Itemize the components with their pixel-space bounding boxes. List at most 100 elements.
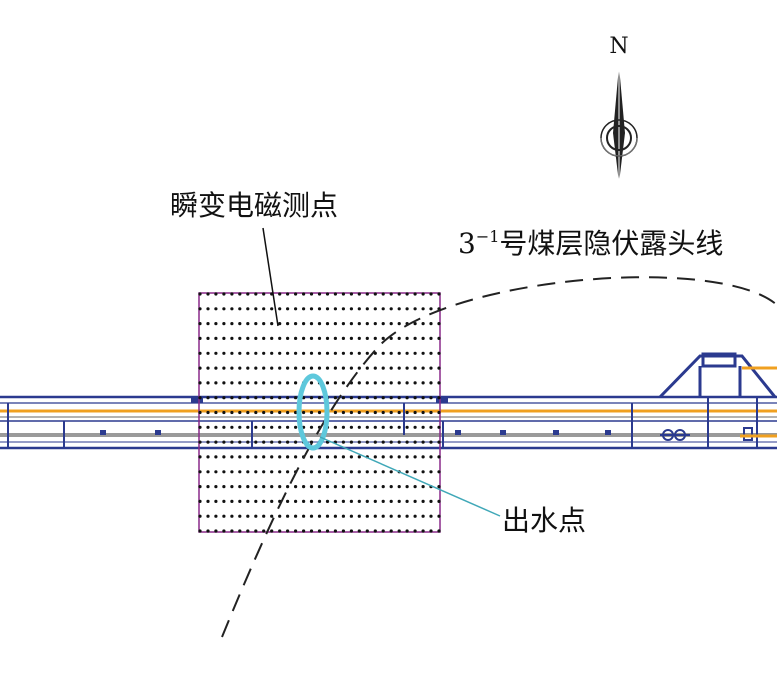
survey-point <box>262 336 266 340</box>
survey-point <box>309 366 314 370</box>
survey-point <box>278 470 282 474</box>
survey-point <box>365 529 369 533</box>
survey-point <box>405 336 409 340</box>
survey-point <box>286 470 290 474</box>
survey-point <box>341 410 345 415</box>
survey-point <box>333 336 337 340</box>
survey-point <box>405 366 409 370</box>
survey-point <box>206 514 210 518</box>
survey-point <box>294 425 298 429</box>
survey-point <box>381 366 385 370</box>
survey-point <box>230 529 234 533</box>
survey-point <box>389 499 393 503</box>
survey-point <box>214 425 218 429</box>
survey-point <box>429 351 433 355</box>
survey-point <box>373 440 377 444</box>
survey-point <box>429 514 433 518</box>
survey-point <box>357 336 361 340</box>
roadway-system <box>0 352 777 450</box>
survey-point <box>341 396 345 400</box>
survey-point <box>222 336 226 340</box>
survey-point <box>238 410 242 415</box>
survey-point <box>230 307 234 311</box>
survey-point <box>214 381 218 385</box>
survey-point <box>198 425 202 429</box>
survey-point <box>246 381 250 385</box>
survey-point <box>246 307 250 311</box>
survey-point <box>270 307 274 311</box>
survey-point <box>405 425 409 429</box>
survey-point <box>365 396 369 400</box>
survey-point <box>341 322 345 326</box>
survey-point <box>437 470 441 474</box>
survey-point <box>270 336 274 340</box>
survey-point <box>397 292 401 296</box>
survey-point <box>206 336 210 340</box>
survey-point <box>397 381 401 385</box>
survey-point <box>421 514 425 518</box>
survey-point <box>286 529 290 533</box>
survey-point <box>230 292 234 296</box>
survey-point <box>214 396 218 400</box>
survey-point <box>254 514 258 518</box>
survey-point <box>262 322 266 326</box>
survey-point <box>238 307 242 311</box>
survey-point <box>206 470 210 474</box>
survey-point <box>246 499 250 503</box>
survey-point <box>325 455 330 459</box>
survey-point <box>325 322 330 326</box>
survey-point <box>373 396 377 400</box>
survey-point <box>254 425 258 429</box>
survey-point <box>405 485 409 489</box>
survey-point <box>397 455 401 459</box>
survey-point <box>254 440 258 444</box>
survey-point <box>302 410 306 415</box>
survey-point <box>270 381 274 385</box>
survey-point <box>222 455 226 459</box>
survey-point <box>397 396 401 400</box>
survey-point <box>309 351 314 355</box>
survey-point <box>413 336 417 340</box>
survey-point <box>214 292 218 296</box>
survey-point <box>421 336 425 340</box>
survey-point <box>357 396 361 400</box>
survey-point <box>429 322 433 326</box>
survey-point <box>238 440 242 444</box>
survey-point <box>317 410 322 415</box>
survey-point <box>262 292 266 296</box>
orange-branch-lines <box>740 366 777 438</box>
survey-point <box>294 529 298 533</box>
survey-point <box>286 425 290 429</box>
survey-point <box>397 514 401 518</box>
survey-point <box>222 307 226 311</box>
survey-point <box>302 307 306 311</box>
survey-point <box>389 381 393 385</box>
survey-point <box>198 455 202 459</box>
survey-point <box>317 470 322 474</box>
survey-point <box>405 470 409 474</box>
survey-point <box>413 292 417 296</box>
survey-point <box>429 366 433 370</box>
survey-point <box>437 485 441 489</box>
survey-point <box>254 307 258 311</box>
survey-point <box>389 396 393 400</box>
survey-point <box>389 351 393 355</box>
survey-point <box>341 425 345 429</box>
survey-point <box>421 499 425 503</box>
survey-point <box>397 499 401 503</box>
north-arrow-icon <box>600 66 638 183</box>
survey-point <box>413 381 417 385</box>
survey-point <box>373 322 377 326</box>
survey-point <box>429 292 433 296</box>
survey-point <box>357 322 361 326</box>
survey-point <box>421 425 425 429</box>
survey-point <box>365 351 369 355</box>
survey-point <box>325 366 330 370</box>
survey-point <box>206 322 210 326</box>
survey-point <box>309 322 314 326</box>
survey-point <box>373 307 377 311</box>
survey-point <box>214 322 218 326</box>
survey-point <box>413 366 417 370</box>
survey-point <box>357 529 361 533</box>
survey-point <box>437 351 441 355</box>
